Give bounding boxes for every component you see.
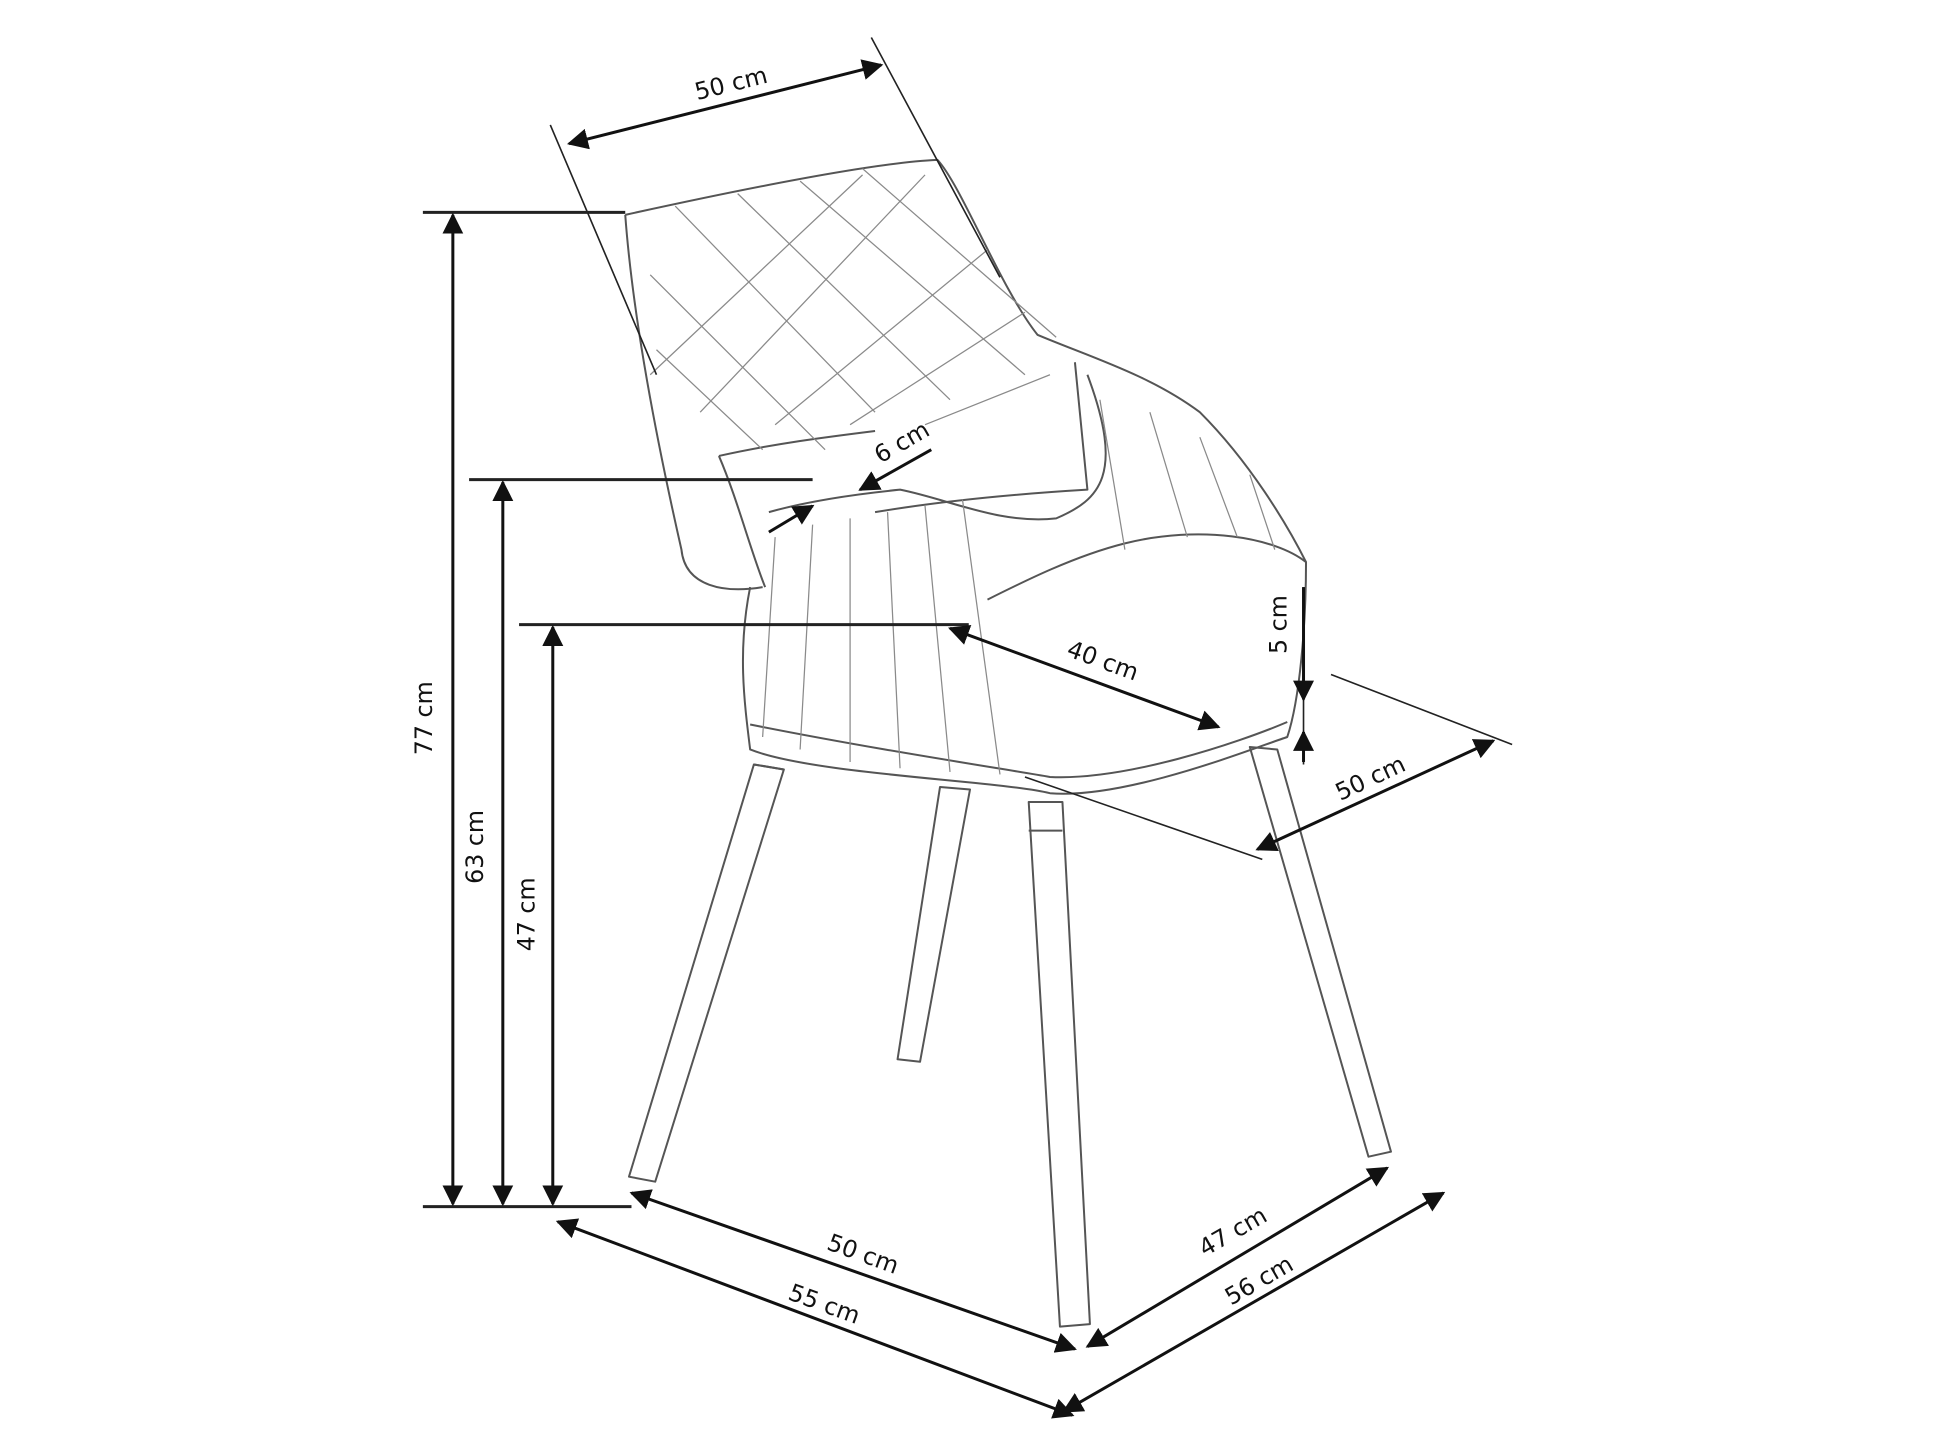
label-armrest-height: 63 cm (461, 810, 489, 884)
extension-lines (422, 37, 1513, 1209)
label-leg-span-side: 47 cm (1194, 1201, 1272, 1262)
arrow-leg-span-side (1085, 1166, 1390, 1348)
arrow-seat-depth (948, 624, 1221, 731)
arrow-seat-width (1255, 739, 1496, 852)
dimension-arrows (442, 59, 1496, 1419)
chair-sketch (624, 158, 1392, 1328)
leg-front-center (1027, 800, 1091, 1328)
arrow-overall-depth (1061, 1191, 1446, 1413)
leg-right (1248, 745, 1392, 1158)
leg-back (896, 785, 971, 1063)
chair-legs (627, 745, 1392, 1328)
backrest-outline (624, 158, 1307, 591)
seat-outline (741, 533, 1308, 795)
label-back-width: 50 cm (692, 61, 770, 106)
dimension-labels: 50 cm 77 cm 63 cm 47 cm 6 cm 40 cm 5 cm … (410, 61, 1410, 1330)
label-armrest-thickness: 6 cm (869, 415, 934, 469)
arrow-armrest-thickness-b (858, 448, 933, 491)
label-total-height: 77 cm (410, 681, 438, 755)
label-seat-thickness: 5 cm (1264, 595, 1292, 654)
arrow-overall-width (555, 1218, 1075, 1419)
arrow-back-width (566, 59, 884, 150)
label-leg-span-front: 50 cm (824, 1228, 903, 1280)
armrest-outline (718, 374, 1107, 588)
arrow-armrest-thickness-a (768, 504, 815, 534)
leg-front-left (627, 763, 785, 1183)
label-seat-depth: 40 cm (1063, 635, 1142, 687)
label-seat-height: 47 cm (512, 877, 540, 951)
